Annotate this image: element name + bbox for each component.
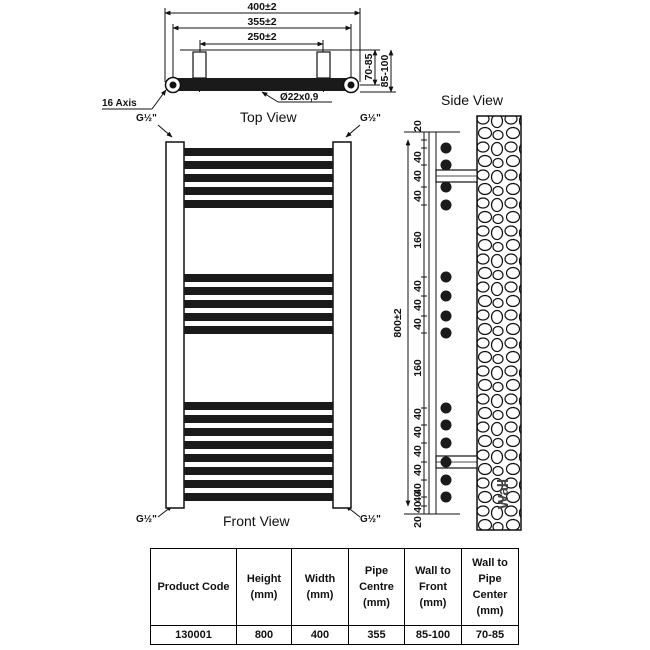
towel-bar xyxy=(184,428,333,436)
spacing-label: 40 xyxy=(412,408,424,420)
towel-bar xyxy=(184,454,333,462)
spec-cell: 70-85 xyxy=(461,625,519,645)
bar-end-circle xyxy=(440,142,452,154)
dim-height: 800±2 xyxy=(392,308,404,337)
spacing-label: 40 xyxy=(412,445,424,457)
bar-end-circle xyxy=(440,419,452,431)
wall-label: Wall xyxy=(495,479,512,509)
spacing-label: 40 xyxy=(412,318,424,330)
bar-end-circle xyxy=(440,290,452,302)
connection-top-left: G½" xyxy=(136,113,157,124)
towel-bar xyxy=(184,287,333,295)
bar-end-circle xyxy=(440,199,452,211)
towel-bar xyxy=(184,493,333,501)
towel-bar xyxy=(184,467,333,475)
spec-cell: 800 xyxy=(236,625,292,645)
spacing-label: 40 xyxy=(412,426,424,438)
dim-wall-to-front: 85-100 xyxy=(379,54,391,87)
towel-bar xyxy=(184,187,333,195)
spec-cell: 355 xyxy=(348,625,405,645)
bar-end-circle xyxy=(440,181,452,193)
towel-bar xyxy=(184,480,333,488)
front-bars xyxy=(184,148,333,501)
towel-bar xyxy=(184,200,333,208)
spec-cell: 400 xyxy=(291,625,349,645)
spacing-label: 20 xyxy=(412,120,424,132)
spacing-label: 40 xyxy=(412,491,424,503)
front-view-title: Front View xyxy=(223,513,291,529)
towel-bar xyxy=(184,274,333,282)
tube-label: Ø22x0,9 xyxy=(280,92,319,103)
front-view: G½" G½" G½" G½" Front View xyxy=(136,113,381,529)
axis-label: 16 Axis xyxy=(102,98,137,109)
dim-wall-to-pipe: 70-85 xyxy=(363,53,375,80)
side-bar-ends xyxy=(440,142,452,503)
bar-end-circle xyxy=(440,327,452,339)
towel-bar xyxy=(184,148,333,156)
bar-end-circle xyxy=(440,310,452,322)
towel-bar xyxy=(184,441,333,449)
spec-header-cell: Width(mm) xyxy=(291,548,349,626)
spacing-label: 40 xyxy=(412,190,424,202)
towel-bar xyxy=(184,415,333,423)
dim-overall-width: 400±2 xyxy=(247,1,276,13)
towel-bar xyxy=(184,300,333,308)
towel-bar xyxy=(184,174,333,182)
top-view-title: Top View xyxy=(240,109,297,125)
connection-top-right: G½" xyxy=(360,113,381,124)
top-view: 400±2 355±2 250±2 70-85 85-100 xyxy=(102,1,396,125)
spec-header-cell: Product Code xyxy=(150,548,237,626)
spacing-label: 40 xyxy=(412,280,424,292)
spacing-label: 40 xyxy=(412,501,424,513)
spacing-label: 40 xyxy=(412,151,424,163)
bar-end-circle xyxy=(440,159,452,171)
connection-bottom-right: G½" xyxy=(360,514,381,525)
connection-bottom-left: G½" xyxy=(136,514,157,525)
dim-pipe-centre: 355±2 xyxy=(247,16,276,28)
side-view-title: Side View xyxy=(441,92,504,108)
spacing-label: 160 xyxy=(412,231,424,249)
side-view: Side View Wall 800±2 2040404016040404016… xyxy=(392,92,522,531)
spec-cell: 85-100 xyxy=(404,625,462,645)
spec-header-cell: Height(mm) xyxy=(236,548,292,626)
bar-end-circle xyxy=(440,491,452,503)
spacing-label: 160 xyxy=(412,359,424,377)
spacing-label: 40 xyxy=(412,483,424,495)
bar-end-circle xyxy=(440,402,452,414)
spacing-label: 20 xyxy=(412,516,424,528)
spacing-label: 40 xyxy=(412,464,424,476)
bar-end-circle xyxy=(440,474,452,486)
bar-end-circle xyxy=(440,271,452,283)
spacing-label: 40 xyxy=(412,299,424,311)
spacing-label: 40 xyxy=(412,170,424,182)
spec-cell: 130001 xyxy=(150,625,237,645)
towel-bar xyxy=(184,161,333,169)
bar-end-circle xyxy=(440,456,452,468)
bar-end-circle xyxy=(440,437,452,449)
towel-bar xyxy=(184,313,333,321)
towel-bar xyxy=(184,326,333,334)
towel-bar xyxy=(184,402,333,410)
dim-inner: 250±2 xyxy=(247,31,276,43)
